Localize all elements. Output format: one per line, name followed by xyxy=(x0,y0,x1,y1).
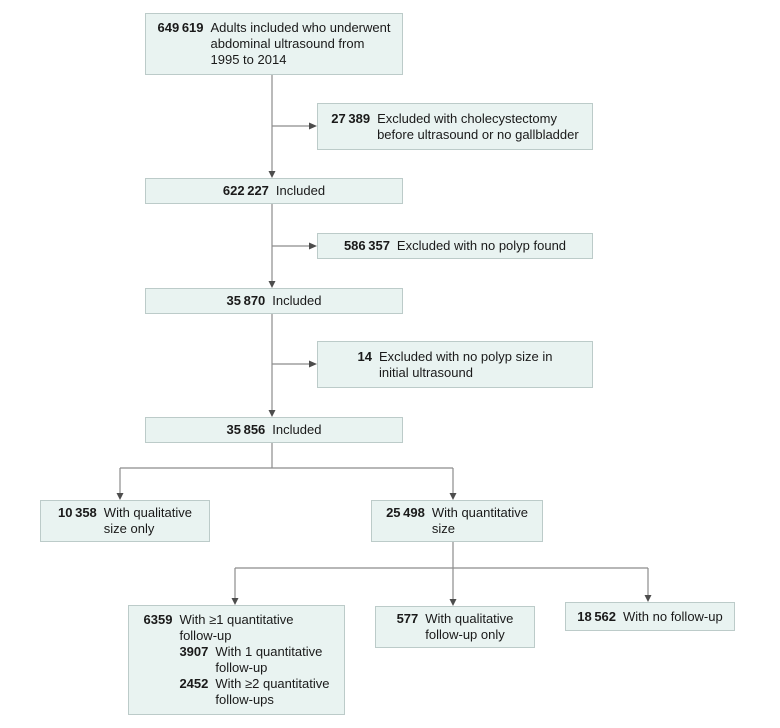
box-label-line: abdominal ultrasound from xyxy=(210,36,365,51)
box-count: 18 562 xyxy=(577,608,617,624)
box-count: 35 856 xyxy=(226,422,266,437)
box-content: 10 358 With qualitative size only xyxy=(58,505,192,537)
box-content: 35 856 Included xyxy=(227,422,322,438)
box-count: 35 870 xyxy=(226,293,266,308)
box-label-line: Excluded with no polyp found xyxy=(396,238,567,253)
flow-box-qualitative-size-only: 10 358 With qualitative size only xyxy=(40,500,210,542)
box-label-line: With ≥2 quantitative xyxy=(215,676,330,691)
box-label: With quantitative size xyxy=(432,505,528,537)
box-count: 622 227 xyxy=(222,183,269,198)
box-label: Excluded with no polyp size in initial u… xyxy=(379,349,552,381)
sub-count-row: 3907 With 1 quantitative follow-up xyxy=(179,644,329,676)
box-label: Excluded with cholecystectomy before ult… xyxy=(377,111,579,143)
box-label-line: follow-ups xyxy=(215,692,274,707)
box-content: 6359 With ≥1 quantitative follow-up 3907… xyxy=(144,612,330,708)
box-label-line: With quantitative xyxy=(431,505,528,520)
flow-box-included-35856: 35 856 Included xyxy=(145,417,403,443)
box-label-line: initial ultrasound xyxy=(379,364,473,380)
box-label: Excluded with no polyp found xyxy=(397,238,566,254)
box-label: With no follow-up xyxy=(623,609,723,625)
box-label-line: follow-up only xyxy=(425,627,505,642)
box-label: Included xyxy=(272,422,321,438)
box-content: 622 227 Included xyxy=(223,183,325,199)
box-label-line: 1995 to 2014 xyxy=(210,52,287,67)
box-label-line: Excluded with no polyp size in xyxy=(379,348,553,364)
box-label-line: Included xyxy=(272,422,322,437)
flow-box-excluded-no-polyp: 586 357 Excluded with no polyp found xyxy=(317,233,593,259)
box-label-line: size xyxy=(431,521,455,536)
box-label-line: Excluded with cholecystectomy xyxy=(377,110,557,126)
box-label-line: Adults included who underwent xyxy=(210,20,391,35)
box-count: 2452 xyxy=(179,676,209,691)
box-count: 14 xyxy=(357,348,373,364)
box-content: 577 With qualitative follow-up only xyxy=(397,611,514,643)
flow-box-excluded-no-polyp-size: 14 Excluded with no polyp size in initia… xyxy=(317,341,593,388)
flow-box-quantitative-size: 25 498 With quantitative size xyxy=(371,500,543,542)
box-label: With 1 quantitative follow-up xyxy=(215,644,322,676)
box-count: 6359 xyxy=(143,612,173,627)
box-label: Included xyxy=(272,293,321,309)
flow-box-no-followup: 18 562 With no follow-up xyxy=(565,602,735,631)
box-label-line: With no follow-up xyxy=(623,608,723,624)
box-count: 3907 xyxy=(179,644,209,659)
box-count: 27 389 xyxy=(331,110,371,126)
flow-box-quantitative-followup: 6359 With ≥1 quantitative follow-up 3907… xyxy=(128,605,345,715)
box-count: 586 357 xyxy=(343,238,390,253)
box-count: 25 498 xyxy=(386,505,425,520)
sub-count-row: 2452 With ≥2 quantitative follow-ups xyxy=(179,676,329,708)
box-count: 10 358 xyxy=(58,505,97,520)
box-label-line: With 1 quantitative xyxy=(215,644,323,659)
flow-box-eligible-adults: 649 619 Adults included who underwent ab… xyxy=(145,13,403,75)
box-label: With ≥1 quantitative follow-up 3907 With… xyxy=(179,612,329,708)
box-content: 25 498 With quantitative size xyxy=(386,505,528,537)
flow-box-included-35870: 35 870 Included xyxy=(145,288,403,314)
box-label-line: Included xyxy=(272,293,322,308)
box-label: Included xyxy=(276,183,325,199)
box-label: Adults included who underwent abdominal … xyxy=(211,20,391,68)
box-count: 577 xyxy=(396,611,419,626)
box-label-line: With qualitative xyxy=(103,505,192,520)
box-label-line: follow-up xyxy=(179,628,232,643)
box-label-line: Included xyxy=(275,183,326,198)
box-content: 27 389 Excluded with cholecystectomy bef… xyxy=(331,111,578,143)
box-label-line: size only xyxy=(103,521,155,536)
flow-box-included-622227: 622 227 Included xyxy=(145,178,403,204)
box-label-line: follow-up xyxy=(215,660,268,675)
box-label-line: before ultrasound or no gallbladder xyxy=(377,126,579,142)
box-content: 35 870 Included xyxy=(227,293,322,309)
box-label-line: With ≥1 quantitative xyxy=(179,612,294,627)
box-content: 586 357 Excluded with no polyp found xyxy=(344,238,566,254)
box-count: 649 619 xyxy=(157,20,204,35)
box-label: With qualitative follow-up only xyxy=(425,611,513,643)
flow-box-excluded-cholecystectomy: 27 389 Excluded with cholecystectomy bef… xyxy=(317,103,593,150)
box-content: 18 562 With no follow-up xyxy=(577,609,722,625)
box-content: 14 Excluded with no polyp size in initia… xyxy=(358,349,553,381)
box-content: 649 619 Adults included who underwent ab… xyxy=(158,20,391,68)
box-label: With qualitative size only xyxy=(104,505,192,537)
box-label: With ≥2 quantitative follow-ups xyxy=(215,676,329,708)
box-label-line: With qualitative xyxy=(425,611,514,626)
flow-box-qualitative-followup-only: 577 With qualitative follow-up only xyxy=(375,606,535,648)
